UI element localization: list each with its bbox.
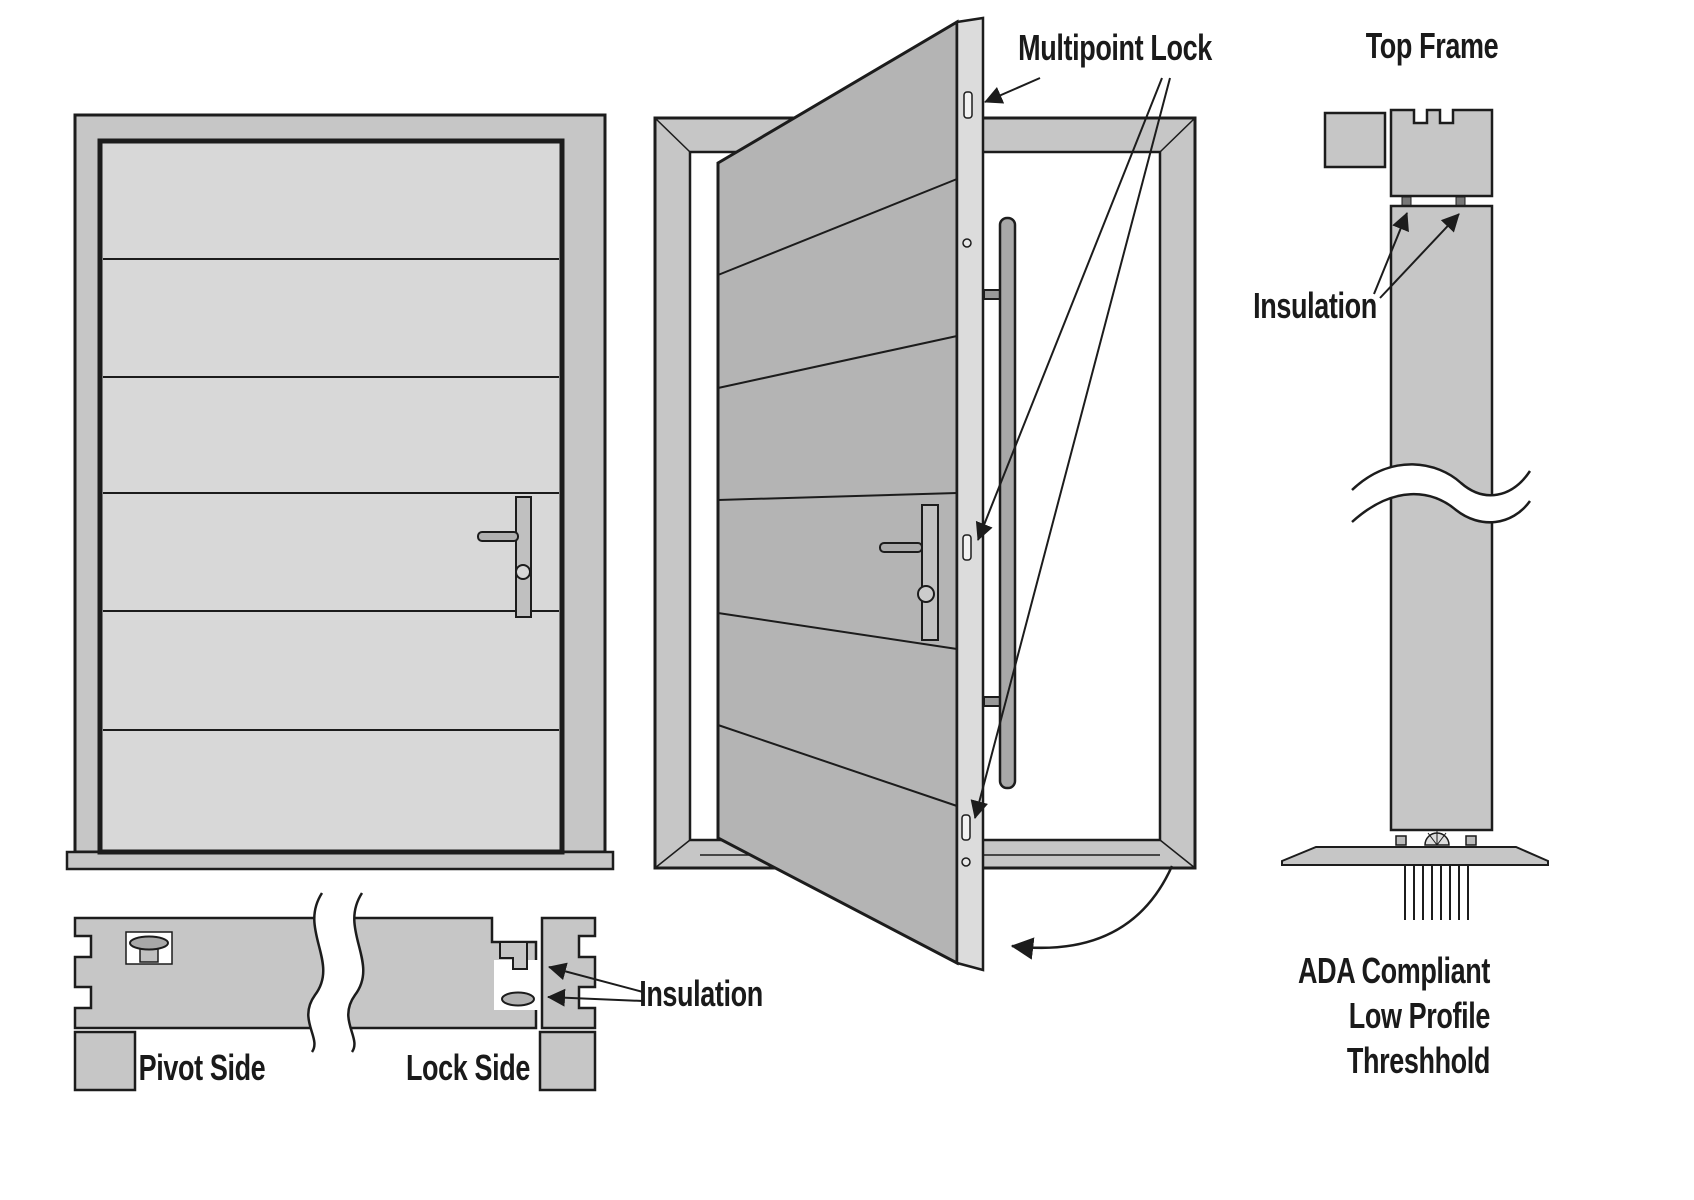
pivot-side-label: Pivot Side	[139, 1047, 266, 1088]
insulation-mark	[1455, 196, 1466, 207]
threshold-ridge	[1465, 835, 1477, 846]
frame-miter-line	[1159, 117, 1196, 153]
edge-roller	[962, 238, 972, 248]
open-lock-plate	[921, 504, 939, 641]
insulation-jamb-label: Insulation	[1253, 285, 1377, 326]
frame-miter-line	[654, 117, 691, 153]
insulation-jamb-arrow	[1379, 213, 1460, 299]
lock-side-label: Lock Side	[406, 1047, 530, 1088]
wall-block-left	[73, 1030, 137, 1092]
pull-handle-standoff	[983, 696, 1002, 707]
multipoint-lock-label: Multipoint Lock	[1018, 27, 1212, 68]
frame-miter-line	[654, 839, 691, 869]
section-break-band	[1352, 464, 1530, 523]
insulation-mark	[1401, 196, 1412, 207]
front-door-lever	[477, 531, 519, 542]
threshold-sweep-fan	[1424, 830, 1450, 846]
open-panel-divider	[717, 178, 958, 276]
insulation-sill-label: Insulation	[639, 973, 763, 1014]
front-lock-cylinder	[515, 564, 531, 580]
open-panel-divider	[717, 335, 958, 389]
threshold-ridge	[1395, 835, 1407, 846]
callouts: Multipoint Lock Top Frame Insulation Ins…	[139, 25, 1499, 1088]
pivot-cap	[129, 935, 169, 951]
threshold-label-line3: Threshhold	[1347, 1040, 1490, 1081]
open-door-edge	[955, 16, 985, 972]
front-door-leaf	[97, 138, 565, 855]
multipoint-lock-slot	[961, 814, 971, 841]
horizontal-section	[73, 892, 597, 1092]
multipoint-lock-arrow	[975, 77, 1163, 541]
front-lock-plate	[515, 496, 532, 618]
front-sill	[65, 850, 615, 871]
open-view	[653, 16, 1197, 972]
label-texts: Multipoint Lock Top Frame Insulation Ins…	[139, 25, 1499, 1088]
open-door-lever	[879, 542, 923, 553]
lockside-seal	[501, 991, 535, 1007]
threshold-label-line2: Low Profile	[1349, 995, 1490, 1036]
multipoint-lock-arrow	[984, 77, 1041, 104]
pull-handle-standoff	[983, 289, 1002, 300]
hsection-break-band	[308, 893, 364, 1052]
fan-ray	[1436, 832, 1447, 846]
open-panel-divider	[717, 612, 958, 650]
wall-block-right	[538, 1030, 597, 1092]
hsection-break-edge	[347, 892, 365, 1053]
insulation-sill-arrow	[547, 988, 644, 1007]
section-top-frame	[1389, 108, 1494, 198]
pull-handle-bar	[998, 216, 1017, 790]
fan-ray	[1427, 832, 1438, 846]
open-door-face	[716, 19, 959, 966]
multipoint-lock-slot	[962, 534, 972, 561]
open-lock-cylinder	[917, 585, 935, 603]
section-break-edge	[1351, 493, 1532, 524]
open-panel-divider	[717, 724, 958, 807]
door-swing-arrow	[1010, 865, 1174, 960]
front-view	[65, 113, 615, 871]
threshold-profile	[1281, 846, 1549, 866]
lockside-keeper	[499, 941, 528, 970]
section-break-edge	[1351, 463, 1532, 497]
hsection-break-edge	[307, 892, 325, 1053]
multipoint-lock-slot	[963, 91, 973, 119]
frame-miter-line	[1159, 839, 1196, 869]
insulation-sill-arrow	[548, 962, 644, 993]
insulation-jamb-arrow	[1373, 212, 1409, 295]
edge-roller	[961, 857, 971, 867]
top-frame-label: Top Frame	[1366, 25, 1499, 66]
multipoint-lock-arrow	[970, 77, 1171, 819]
section-head-block	[1323, 111, 1387, 169]
threshold-label-line1: ADA Compliant	[1298, 950, 1491, 991]
open-panel-divider	[717, 492, 958, 501]
vertical-section	[1281, 108, 1549, 920]
